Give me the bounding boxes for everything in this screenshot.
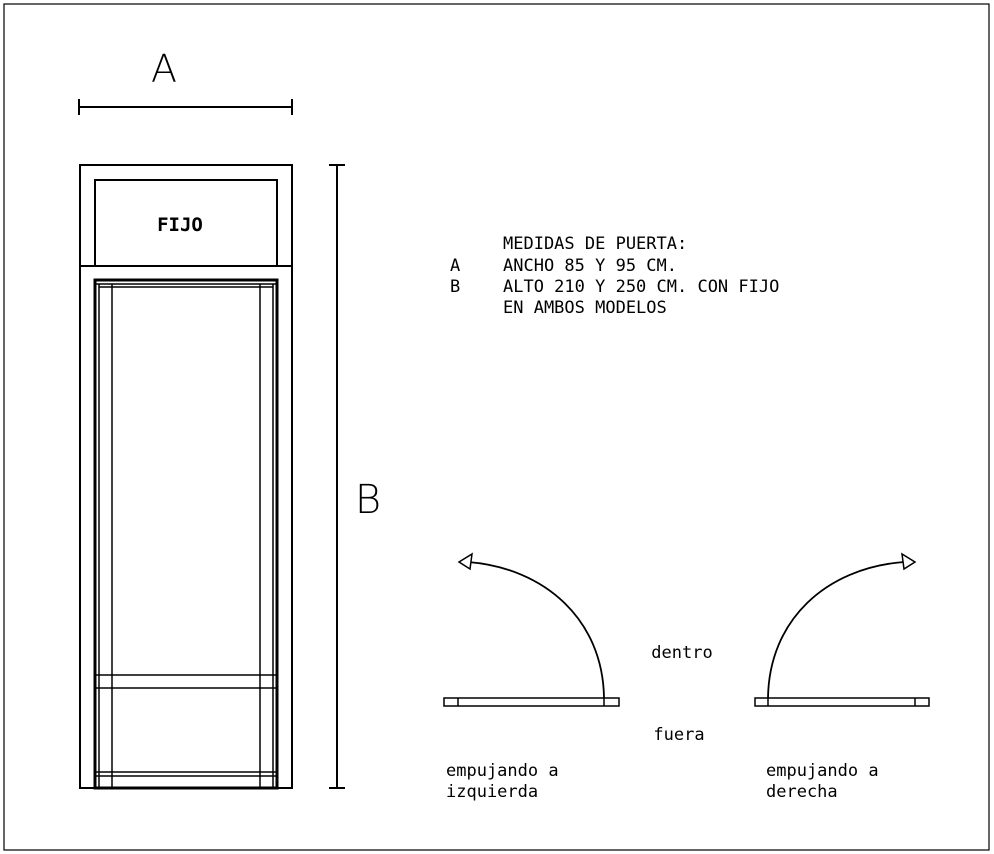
label-left-line2: izquierda (446, 782, 538, 802)
label-right-line2: derecha (766, 782, 838, 802)
swing-plan-left (443, 552, 620, 707)
note-models: EN AMBOS MODELOS (503, 298, 667, 318)
door-plan-right (754, 697, 930, 707)
note-key-a: A (450, 256, 460, 276)
note-key-b: B (450, 277, 460, 297)
dimension-a-label: A (151, 47, 177, 91)
dimension-a: A (78, 47, 293, 115)
arrow-right-icon (901, 552, 917, 571)
measurement-notes: MEDIDAS DE PUERTA: A ANCHO 85 Y 95 CM. B… (450, 234, 779, 318)
drawing-border (3, 3, 990, 851)
fixed-panel-label: FIJO (157, 214, 203, 236)
door-leaf (93, 278, 279, 790)
notes-title: MEDIDAS DE PUERTA: (503, 234, 687, 254)
label-inside: dentro (651, 643, 712, 663)
dimension-b: B (329, 164, 381, 789)
swing-arc-left (467, 561, 605, 699)
label-left-line1: empujando a (446, 761, 559, 781)
note-width: ANCHO 85 Y 95 CM. (503, 256, 677, 276)
label-outside: fuera (653, 725, 704, 745)
swing-plan-right (754, 552, 930, 707)
dimension-b-label: B (355, 477, 381, 523)
door-plan-left (443, 697, 620, 707)
door-elevation: FIJO (79, 164, 293, 790)
arrow-left-icon (457, 552, 473, 571)
note-height: ALTO 210 Y 250 CM. CON FIJO (503, 277, 779, 297)
label-right-line1: empujando a (766, 761, 879, 781)
swing-arc-right (767, 561, 905, 699)
